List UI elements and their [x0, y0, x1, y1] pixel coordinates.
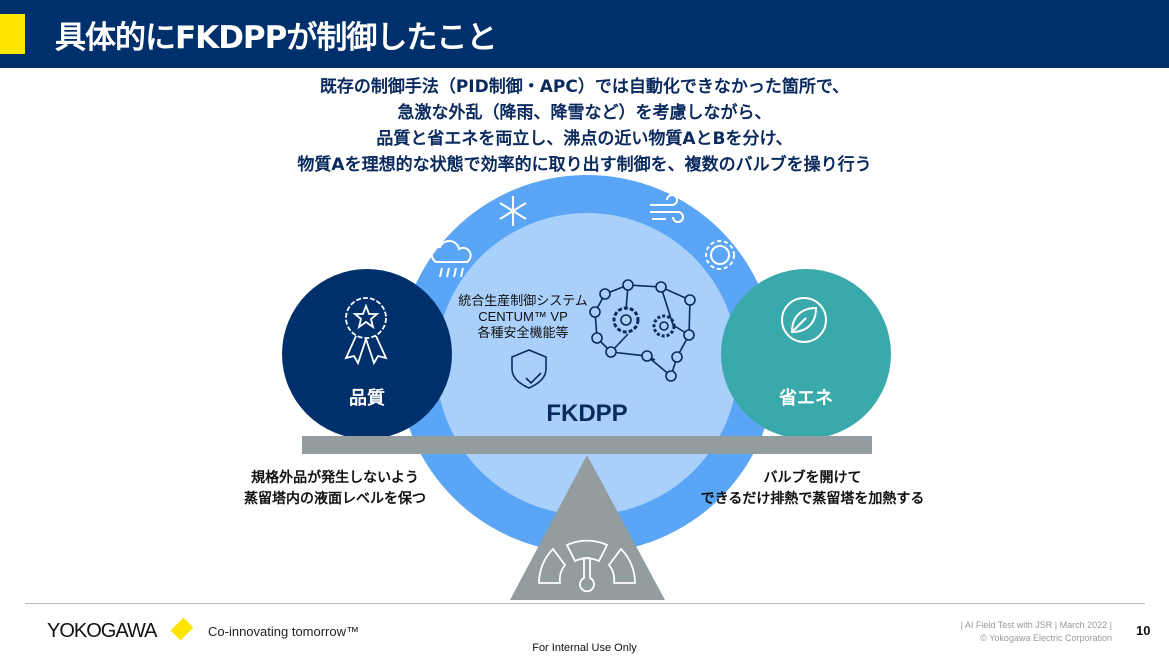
- energy-saving-label: 省エネ: [779, 388, 833, 409]
- footer-divider: [25, 603, 1145, 604]
- sun-icon: [705, 240, 735, 270]
- quality-circle: [282, 269, 452, 439]
- shield-check-icon: [511, 349, 547, 389]
- lead-line: 物質Aを理想的な状態で効率的に取り出す制御を、複数のバルブを操り行う: [297, 155, 872, 175]
- center-line: 各種安全機能等: [477, 325, 569, 340]
- balance-beam: [302, 436, 872, 454]
- quality-label: 品質: [349, 388, 385, 409]
- lead-text: 既存の制御手法（PID制御・APC）では自動化できなかった箇所で、 急激な外乱（…: [0, 74, 1169, 178]
- caption-line: 蒸留塔内の液面レベルを保つ: [244, 491, 426, 507]
- award-ribbon-icon: [344, 297, 388, 366]
- center-line: CENTUM™ VP: [478, 309, 568, 324]
- fkdpp-label: FKDPP: [546, 400, 628, 427]
- center-line: 統合生産制御システム: [458, 293, 588, 308]
- gauge-icon: [538, 539, 636, 593]
- snowflake-icon: [499, 196, 527, 226]
- lead-line: 既存の制御手法（PID制御・APC）では自動化できなかった箇所で、: [319, 77, 850, 97]
- caption-line: できるだけ排熱で蒸留塔を加熱する: [700, 491, 925, 507]
- rain-cloud-icon: [430, 239, 472, 278]
- footer-meta: | AI Field Test with JSR | March 2022 | …: [961, 619, 1112, 645]
- footer-meta-line: | AI Field Test with JSR | March 2022 |: [960, 620, 1112, 630]
- balance-fulcrum: [510, 455, 665, 600]
- page-title: 具体的にFKDPPが制御したこと: [55, 20, 497, 56]
- page-number: 10: [1136, 623, 1151, 638]
- leaf-icon: [781, 297, 827, 343]
- ai-brain-icon: [589, 279, 696, 382]
- lead-line: 品質と省エネを両立し、沸点の近い物質AとBを分け、: [376, 129, 793, 149]
- energy-caption: バルブを開けて できるだけ排熱で蒸留塔を加熱する: [670, 468, 955, 510]
- accent-square: [0, 14, 25, 54]
- control-system-text: 統合生産制御システム CENTUM™ VP 各種安全機能等: [458, 293, 588, 341]
- footer-copyright: © Yokogawa Electric Corporation: [980, 633, 1112, 643]
- quality-caption: 規格外品が発生しないよう 蒸留塔内の液面レベルを保つ: [200, 468, 470, 510]
- energy-circle: [721, 269, 891, 439]
- tagline: Co-innovating tomorrow™: [208, 624, 360, 639]
- yokogawa-logo: YOKOGAWA: [47, 620, 157, 642]
- header-bar: 具体的にFKDPPが制御したこと: [0, 0, 1169, 68]
- caption-line: 規格外品が発生しないよう: [251, 470, 419, 486]
- caption-line: バルブを開けて: [763, 470, 862, 486]
- wind-icon: [650, 194, 684, 223]
- classification-label: For Internal Use Only: [532, 642, 637, 654]
- lead-line: 急激な外乱（降雨、降雪など）を考慮しながら、: [397, 103, 772, 123]
